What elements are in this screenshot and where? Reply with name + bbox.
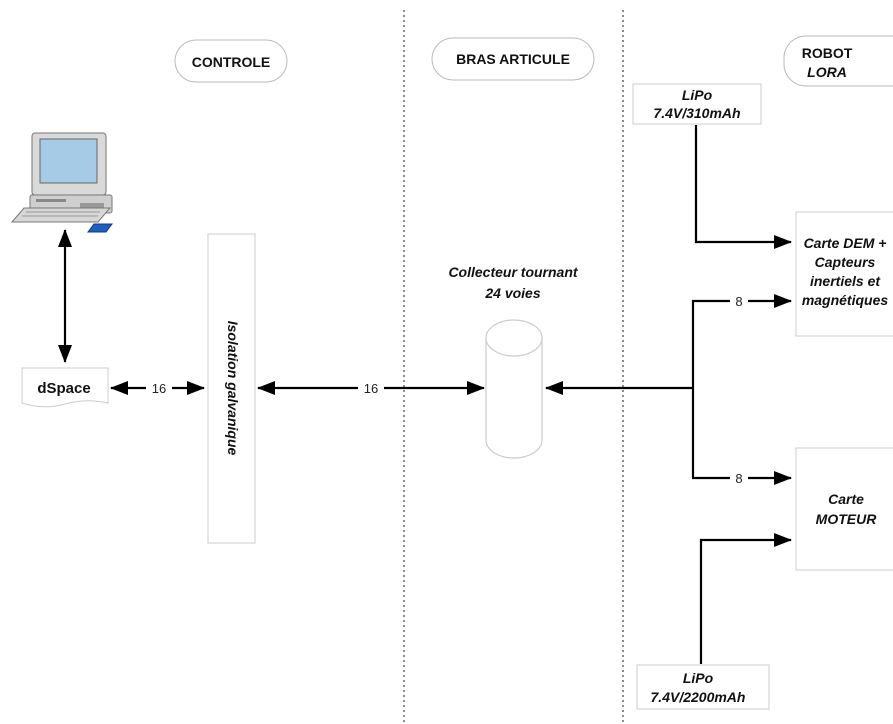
computer-icon: [10, 132, 113, 233]
bus-width-label-isolation: 16: [364, 381, 378, 396]
isolation-label: Isolation galvanique: [225, 321, 241, 456]
section-controle-label: CONTROLE: [192, 54, 271, 70]
carte-dem-label-line4: magnétiques: [802, 292, 889, 308]
section-robot-name: LORA: [807, 64, 847, 80]
dspace-label: dSpace: [37, 380, 90, 397]
isolation-galvanique-block: Isolation galvanique: [207, 233, 256, 544]
section-bras-articule-label: BRAS ARTICULE: [456, 51, 570, 67]
battery-small-label-line2: 7.4V/310mAh: [653, 105, 740, 121]
link-battery-dem: [694, 125, 792, 249]
collecteur-tournant: Collecteur tournant 24 voies: [448, 264, 579, 459]
battery-lipo-310: LiPo 7.4V/310mAh: [632, 83, 762, 125]
dspace-block: dSpace: [21, 367, 109, 408]
battery-small-label-line1: LiPo: [682, 87, 713, 103]
bus-width-label-moteur: 8: [735, 471, 742, 486]
bus-width-label-dem: 8: [735, 294, 742, 309]
carte-dem-block: Carte DEM + Capteurs inertiels et magnét…: [795, 211, 893, 337]
link-battery-moteur: [699, 533, 792, 664]
carte-moteur-label-line2: MOTEUR: [816, 511, 878, 527]
battery-lipo-2200: LiPo 7.4V/2200mAh: [636, 664, 770, 710]
battery-large-label-line1: LiPo: [683, 670, 714, 686]
carte-dem-label-line2: Capteurs: [815, 254, 876, 270]
carte-moteur-block: Carte MOTEUR: [795, 447, 893, 571]
section-header-robot: ROBOT LORA: [783, 35, 893, 87]
section-header-bras-articule: BRAS ARTICULE: [431, 37, 595, 81]
section-header-controle: CONTROLE: [174, 39, 288, 83]
collecteur-label-line2: 24 voies: [484, 285, 540, 301]
carte-dem-label-line1: Carte DEM +: [804, 235, 887, 251]
collecteur-label-line1: Collecteur tournant: [448, 264, 578, 280]
bus-width-label-dspace: 16: [152, 381, 166, 396]
section-robot-label: ROBOT: [802, 45, 853, 61]
carte-dem-label-line3: inertiels et: [810, 273, 881, 289]
battery-large-label-line2: 7.4V/2200mAh: [651, 689, 746, 705]
carte-moteur-label-line1: Carte: [828, 491, 864, 507]
